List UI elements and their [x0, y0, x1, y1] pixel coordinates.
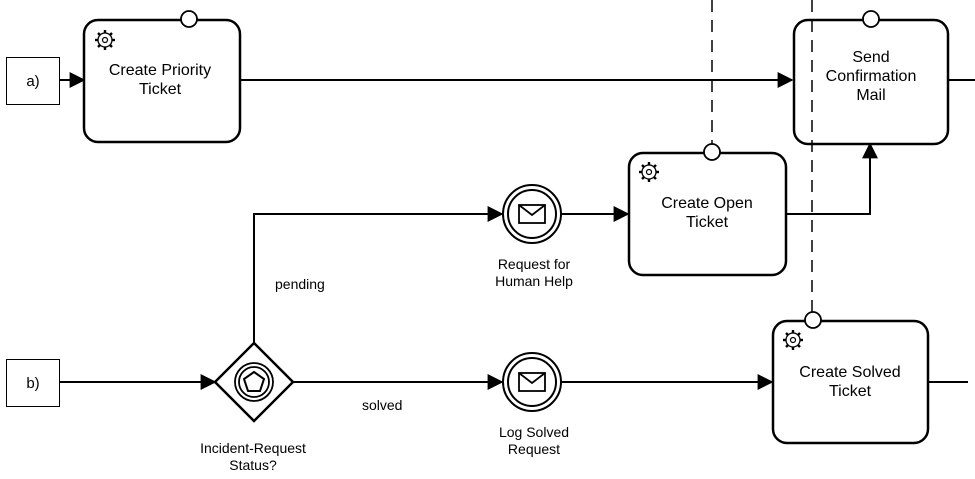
- task-label-create-solved-ticket: Create Solved Ticket: [799, 364, 901, 401]
- task-label-create-priority-ticket: Create Priority Ticket: [108, 62, 212, 99]
- event-request-for-human-help[interactable]: [502, 184, 562, 244]
- task-label-send-confirmation-mail: Send Confirmation Mail: [825, 49, 917, 105]
- event-log-solved-request[interactable]: [502, 352, 562, 412]
- event-label-request-for-human-help: Request for Human Help: [495, 256, 573, 289]
- task-send-confirmation-mail[interactable]: [792, 10, 950, 146]
- task-create-priority-ticket[interactable]: [82, 10, 242, 144]
- task-create-solved-ticket[interactable]: [771, 311, 930, 445]
- row-label-a: a): [6, 57, 60, 105]
- task-create-open-ticket[interactable]: [627, 143, 788, 277]
- envelope-icon: [518, 372, 546, 392]
- gateway-label: Incident-Request Status?: [200, 440, 306, 473]
- task-label-create-open-ticket: Create Open Ticket: [661, 195, 753, 232]
- flow-label-pending: pending: [275, 276, 325, 292]
- pentagon-icon: [242, 370, 266, 392]
- row-label-text: a): [26, 72, 40, 90]
- envelope-icon: [518, 204, 546, 224]
- gateway-incident-request-status[interactable]: [213, 341, 295, 423]
- flow-open-ticket-to-confirmation: [786, 142, 878, 215]
- row-label-text: b): [26, 374, 40, 392]
- flow-label-solved: solved: [362, 397, 403, 413]
- flow-pending: [253, 206, 504, 343]
- event-label-log-solved-request: Log Solved Request: [498, 424, 570, 457]
- row-label-b: b): [6, 359, 60, 407]
